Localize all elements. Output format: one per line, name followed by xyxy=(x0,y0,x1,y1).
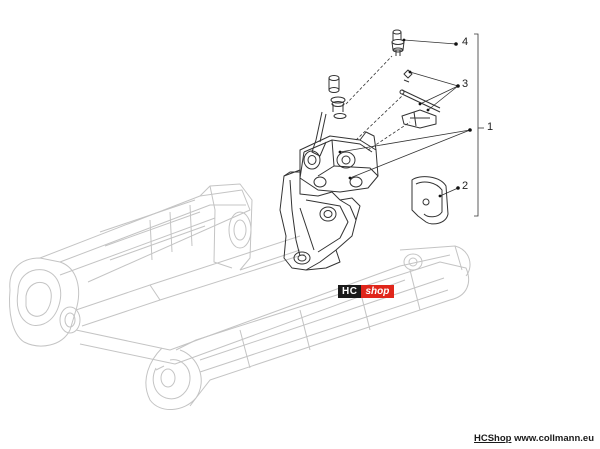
callout-number-3: 3 xyxy=(462,78,469,90)
watermark-shop: shop xyxy=(361,285,395,298)
callout-number-4: 4 xyxy=(462,36,469,48)
footer-site: www.collmann.eu xyxy=(514,433,594,444)
callout-number-1: 1 xyxy=(487,121,494,133)
leader-lines xyxy=(339,33,484,217)
watermark-hc: HC xyxy=(338,285,362,298)
hc-shop-watermark: HC shop xyxy=(338,285,395,298)
leader-dots xyxy=(338,38,472,198)
footer-credit: HCShop www.collmann.eu xyxy=(474,433,594,444)
brake-caliper-drawing xyxy=(279,29,449,271)
footer-brand: HCShop xyxy=(474,433,512,444)
swingarm-ghost-drawing xyxy=(9,183,471,410)
callout-number-2: 2 xyxy=(462,180,469,192)
